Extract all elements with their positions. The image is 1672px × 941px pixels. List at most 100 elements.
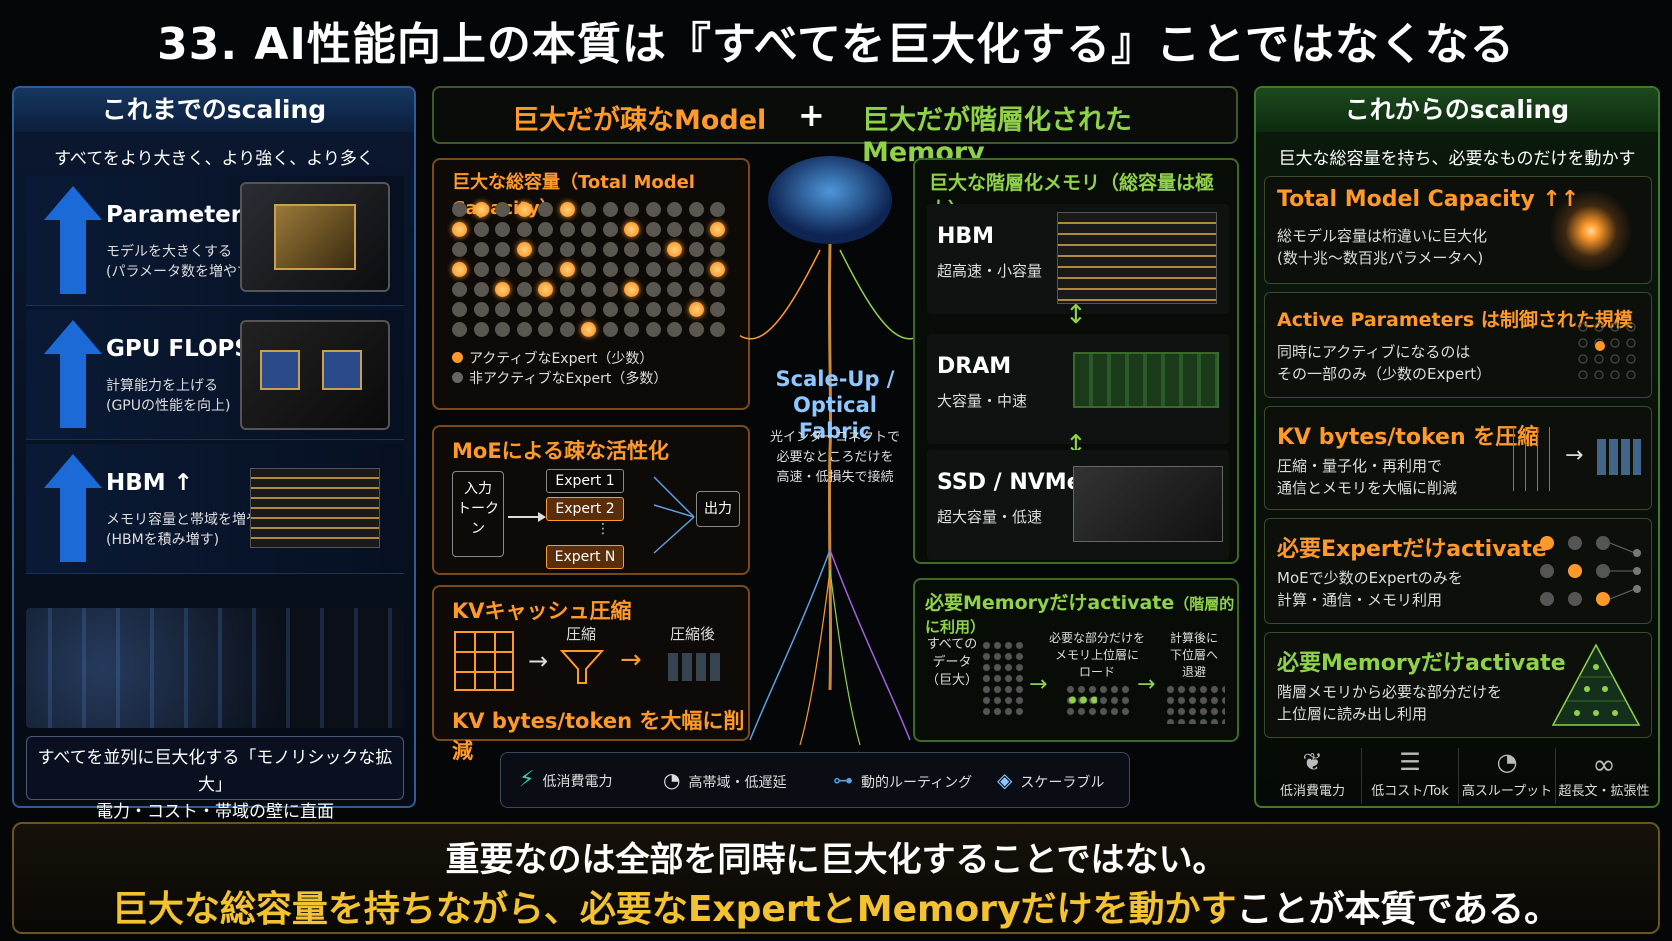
inactive-expert-dot xyxy=(581,242,596,257)
future-scaling-panel: これからのscaling 巨大な総容量を持ち、必要なものだけを動かす Total… xyxy=(1254,86,1660,808)
fabric-desc: 光インターコネクトで必要なところだけを高速・低損失で接続 xyxy=(769,430,900,485)
inactive-expert-dot xyxy=(602,222,618,237)
hbm-stack-image xyxy=(240,458,390,558)
inactive-expert-dot xyxy=(624,302,639,317)
moe-flow-arrows: ⋮ xyxy=(508,476,695,554)
active-expert-dot xyxy=(688,302,704,317)
active-expert-dot xyxy=(581,322,596,337)
inactive-expert-dot xyxy=(559,222,575,237)
inactive-expert-dot xyxy=(710,202,725,217)
shield-icon: ◈ xyxy=(997,768,1013,792)
loaded-dots xyxy=(1065,684,1131,718)
moe-panel: MoEによる疎な活性化 入力 トークン ⋮ Expert 1 Expert 2 … xyxy=(432,425,750,575)
inactive-expert-dot xyxy=(710,242,725,257)
inactive-expert-dot xyxy=(602,202,618,217)
memory-activate-title: 必要Memoryだけactivate（階層的に利用） xyxy=(925,592,1235,636)
feature-low-power: ⚡低消費電力 xyxy=(519,767,613,792)
future-scaling-header: これからのscaling xyxy=(1256,88,1658,132)
lightning-icon: ⚡ xyxy=(519,767,535,792)
hbm-stack-image xyxy=(1057,212,1217,304)
inactive-expert-dot xyxy=(688,242,704,257)
center-header: 巨大だが疎なModel + 巨大だが階層化されたMemory xyxy=(432,86,1238,168)
future-box-expert-activate: 必要Expertだけactivate MoEで少数のExpertのみを計算・通信… xyxy=(1264,518,1652,624)
page-title: 33. AI性能向上の本質は『すべてを巨大化する』ことではなくなる xyxy=(157,19,1515,70)
memory-tier-dram: DRAM 大容量・中速 xyxy=(927,334,1229,444)
active-expert-dot xyxy=(710,222,725,237)
feature-routing: ⊶動的ルーティング xyxy=(833,768,973,792)
arrow-icon: → xyxy=(1137,672,1156,697)
past-scaling-subtitle: すべてをより大きく、より強く、より多く xyxy=(54,149,374,169)
inactive-expert-dot xyxy=(645,242,661,257)
inactive-expert-dot xyxy=(624,202,639,217)
funnel-icon xyxy=(560,650,604,684)
database-icon: ☰ xyxy=(1399,748,1421,776)
benefit-low-cost: ☰低コスト/Tok xyxy=(1361,748,1458,804)
sparse-model-title: 巨大だが疎なModel xyxy=(512,105,767,136)
moe-title: MoEによる疎な活性化 xyxy=(452,439,670,463)
future-scaling-subtitle: 巨大な総容量を持ち、必要なものだけを動かす xyxy=(1278,149,1636,169)
legend-inactive: 非アクティブなExpert（多数） xyxy=(452,368,667,388)
active-expert-dot xyxy=(516,242,532,257)
inactive-expert-dot xyxy=(645,262,661,277)
inactive-expert-dot xyxy=(688,282,704,297)
input-token-box: 入力 トークン xyxy=(452,471,504,557)
inactive-expert-dot xyxy=(495,222,510,237)
inactive-expert-dot xyxy=(710,302,725,317)
future-box-memory-activate: 必要Memoryだけactivate 階層メモリから必要な部分だけを上位層に読み… xyxy=(1264,632,1652,738)
inactive-expert-dot xyxy=(559,302,575,317)
inactive-expert-dot xyxy=(559,322,575,337)
tiered-memory-panel: 巨大な階層化メモリ（総容量は極大） HBM 超高速・小容量 ↕ DRAM 大容量… xyxy=(913,158,1239,564)
feature-bandwidth: ◔高帯域・低遅延 xyxy=(663,768,787,792)
inactive-expert-dot xyxy=(581,282,596,297)
inactive-expert-dot xyxy=(581,222,596,237)
past-item-desc: 計算能力を上げる(GPUの性能を向上) xyxy=(106,378,231,414)
inactive-expert-dot xyxy=(473,302,489,317)
routing-icon: ⊶ xyxy=(833,768,853,792)
active-expert-dot xyxy=(624,222,639,237)
feature-bar: ⚡低消費電力 ◔高帯域・低遅延 ⊶動的ルーティング ◈スケーラブル xyxy=(500,752,1130,808)
inactive-expert-dot xyxy=(495,242,510,257)
active-expert-dot xyxy=(538,282,553,297)
inactive-expert-dot xyxy=(473,282,489,297)
memory-tier-ssd: SSD / NVMe 超大容量・低速 xyxy=(927,450,1229,560)
inactive-expert-dot xyxy=(538,302,553,317)
inactive-expert-dot xyxy=(667,262,682,277)
inactive-expert-dot xyxy=(452,242,467,257)
past-item-gpu-flops: GPU FLOPS ↑ 計算能力を上げる(GPUの性能を向上) xyxy=(26,310,404,440)
expert-network-icon xyxy=(1540,536,1641,606)
inactive-expert-dot xyxy=(624,262,639,277)
inactive-expert-dot xyxy=(645,202,661,217)
benefit-long-context: ∞超長文・拡張性 xyxy=(1555,748,1652,804)
inactive-expert-dot xyxy=(624,322,639,337)
benefit-throughput: ◔高スループット xyxy=(1458,748,1555,804)
inactive-expert-dot xyxy=(688,222,704,237)
past-scaling-footer: すべてを並列に巨大化する「モノリシックな拡大」 電力・コスト・帯域の壁に直面 xyxy=(26,736,404,822)
fabric-title: Scale-Up /Optical Fabric xyxy=(775,367,895,443)
past-item-desc: モデルを大きくする(パラメータ数を増やす) xyxy=(106,244,257,280)
expert-1-box: Expert 1 xyxy=(546,469,624,493)
benefit-low-power: ❦低消費電力 xyxy=(1264,748,1361,804)
inactive-expert-dot xyxy=(667,302,682,317)
memory-activate-panel: 必要Memoryだけactivate（階層的に利用） すべての データ （巨大）… xyxy=(913,578,1239,742)
expert-2-box: Expert 2 xyxy=(546,497,624,521)
up-arrow-icon xyxy=(44,320,102,428)
inactive-expert-dot xyxy=(516,282,532,297)
inactive-expert-dot xyxy=(452,302,467,317)
inactive-expert-dot xyxy=(538,202,553,217)
feature-scalable: ◈スケーラブル xyxy=(997,768,1105,792)
inactive-expert-dot xyxy=(452,202,467,217)
inactive-expert-dot xyxy=(538,222,553,237)
infinity-icon: ∞ xyxy=(1592,748,1616,781)
speedometer-icon: ◔ xyxy=(1496,748,1518,776)
inactive-expert-dot xyxy=(516,302,532,317)
inactive-expert-dot xyxy=(495,322,510,337)
inactive-expert-dot xyxy=(624,242,639,257)
inactive-expert-dot xyxy=(688,262,704,277)
brain-fabric-illustration xyxy=(740,156,920,746)
inactive-expert-dot xyxy=(516,322,532,337)
inactive-expert-dot xyxy=(602,302,618,317)
datacenter-image xyxy=(26,608,404,728)
future-benefits-bar: ❦低消費電力 ☰低コスト/Tok ◔高スループット ∞超長文・拡張性 xyxy=(1264,748,1652,804)
inactive-expert-dot xyxy=(667,322,682,337)
active-expert-dot xyxy=(452,222,467,237)
